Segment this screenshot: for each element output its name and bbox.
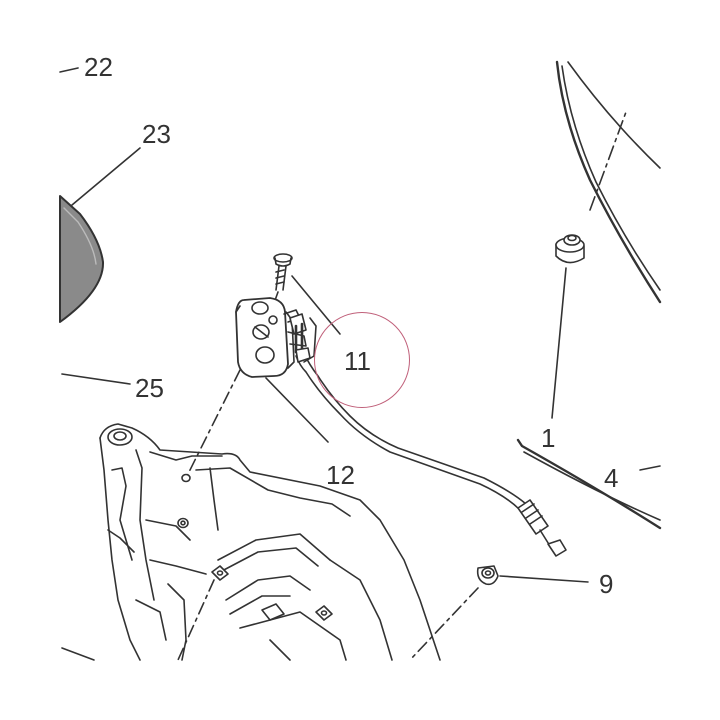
- seat-frame: [99, 423, 441, 661]
- leader-12: [265, 377, 329, 443]
- callout-12: 12: [326, 460, 355, 490]
- bracket-axis: [185, 369, 241, 479]
- callout-23: 23: [142, 119, 171, 149]
- frame-axis: [177, 579, 215, 661]
- release-cable: [295, 347, 567, 557]
- leader-9: [499, 575, 589, 583]
- bolt-part: [476, 565, 499, 586]
- grommet-part: [555, 234, 585, 264]
- bottom-left-edge: [61, 647, 95, 661]
- leader-23: [71, 147, 141, 206]
- callout-9: 9: [599, 569, 614, 599]
- leader-22: [59, 67, 79, 73]
- bolt-axis: [409, 587, 479, 661]
- mirror-part: [59, 195, 105, 323]
- callout-4: 4: [604, 463, 619, 493]
- callout-11: 11: [344, 346, 371, 376]
- callout-25: 25: [135, 373, 164, 403]
- screw-part: [273, 253, 293, 291]
- leader-25: [61, 373, 131, 385]
- latch-bracket-part: [235, 297, 307, 378]
- highlight-circle-11: [314, 312, 410, 408]
- callout-22: 22: [84, 52, 113, 82]
- leader-1: [551, 267, 567, 419]
- leader-4: [639, 465, 661, 471]
- callout-1: 1: [541, 423, 556, 453]
- side-panel: [555, 60, 662, 304]
- band-part: [516, 438, 662, 530]
